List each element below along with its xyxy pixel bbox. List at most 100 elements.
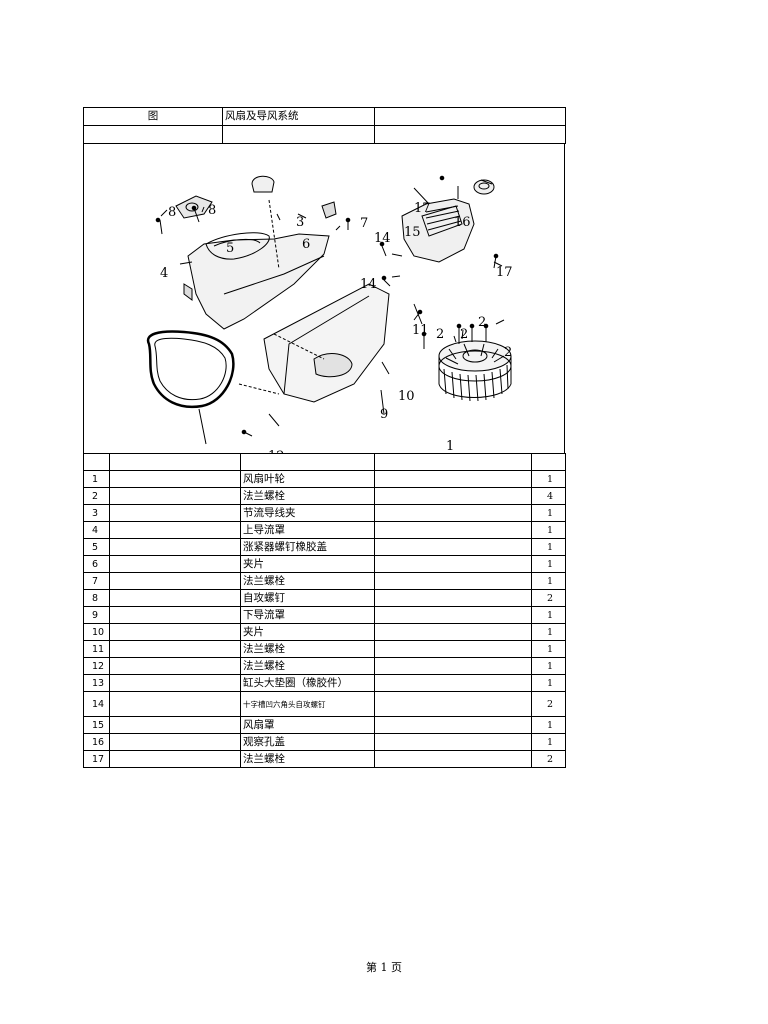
callout-label: 14 (374, 231, 391, 246)
part-quantity: 1 (531, 606, 566, 624)
header-cell (222, 125, 375, 144)
callout-label: 12 (268, 449, 285, 453)
table-cell (374, 504, 532, 522)
part-quantity: 1 (531, 572, 566, 590)
callout-label: 8 (168, 205, 176, 220)
table-cell (374, 589, 532, 607)
table-cell (109, 572, 241, 590)
table-cell (109, 674, 241, 692)
parts-header-row (83, 453, 566, 471)
header-title: 风扇及导风系统 (222, 107, 375, 126)
table-cell (374, 521, 532, 539)
fan-cover-drawing (401, 198, 475, 263)
part-name: 上导流罩 (240, 521, 375, 539)
callout-label: 2 (460, 327, 468, 342)
sheet-header: 图 风扇及导风系统 (83, 107, 566, 144)
table-cell (374, 606, 532, 624)
part-name: 涨紧器螺钉橡胶盖 (240, 538, 375, 556)
part-quantity: 1 (531, 716, 566, 734)
part-name: 法兰螺栓 (240, 572, 375, 590)
head-gasket-drawing (146, 330, 235, 409)
header-figure-label: 图 (83, 107, 223, 126)
part-name: 法兰螺栓 (240, 750, 375, 768)
part-quantity: 4 (531, 487, 566, 505)
part-name: 风扇叶轮 (240, 470, 375, 488)
part-quantity: 1 (531, 555, 566, 573)
table-cell (374, 640, 532, 658)
lower-shroud-drawing (263, 283, 390, 403)
page-footer: 第 1 页 (366, 961, 402, 974)
table-cell (374, 538, 532, 556)
part-quantity: 1 (531, 623, 566, 641)
table-cell (374, 716, 532, 734)
callout-label: 2 (478, 315, 486, 330)
table-cell (109, 521, 241, 539)
table-cell (109, 470, 241, 488)
part-number: 6 (83, 555, 110, 573)
table-cell (374, 733, 532, 751)
part-number: 10 (83, 623, 110, 641)
part-quantity: 1 (531, 538, 566, 556)
part-quantity: 1 (531, 657, 566, 675)
header-cell (83, 125, 223, 144)
table-row: 15 风扇罩 1 (83, 716, 566, 734)
part-number: 15 (83, 716, 110, 734)
callout-label: 2 (504, 345, 512, 360)
table-cell (109, 555, 241, 573)
part-quantity: 1 (531, 504, 566, 522)
table-row: 5 涨紧器螺钉橡胶盖 1 (83, 538, 566, 556)
header-cell (531, 453, 566, 471)
callout-label: 15 (404, 225, 421, 240)
table-row: 6 夹片 1 (83, 555, 566, 573)
table-cell (374, 572, 532, 590)
part-quantity: 1 (531, 521, 566, 539)
table-cell (109, 750, 241, 768)
callout-label: 7 (360, 216, 368, 231)
table-cell (374, 674, 532, 692)
table-cell (109, 640, 241, 658)
part-number: 9 (83, 606, 110, 624)
part-name: 自攻螺钉 (240, 589, 375, 607)
callout-label: 17 (414, 201, 431, 216)
callout-label: 3 (296, 215, 304, 230)
part-name: 风扇罩 (240, 716, 375, 734)
table-cell (109, 538, 241, 556)
table-cell (109, 606, 241, 624)
table-cell (109, 733, 241, 751)
header-cell (83, 453, 110, 471)
part-name: 法兰螺栓 (240, 640, 375, 658)
part-name: 夹片 (240, 555, 375, 573)
header-cell (240, 453, 375, 471)
part-number: 16 (83, 733, 110, 751)
part-number: 7 (83, 572, 110, 590)
callout-label: 17 (496, 265, 513, 280)
callout-label: 9 (380, 407, 388, 422)
part-quantity: 1 (531, 733, 566, 751)
part-quantity: 2 (531, 589, 566, 607)
table-cell (374, 691, 532, 717)
part-quantity: 1 (531, 640, 566, 658)
part-number: 17 (83, 750, 110, 768)
part-number: 5 (83, 538, 110, 556)
callout-label: 1 (446, 439, 454, 453)
table-cell (109, 623, 241, 641)
part-name: 观察孔盖 (240, 733, 375, 751)
clip-6-drawing (321, 201, 337, 219)
header-cell (109, 453, 241, 471)
fan-wheel-drawing (438, 340, 512, 402)
table-cell (109, 589, 241, 607)
table-row: 7 法兰螺栓 1 (83, 572, 566, 590)
part-name: 缸头大垫圈（橡胶件） (240, 674, 375, 692)
part-number: 12 (83, 657, 110, 675)
table-cell (374, 750, 532, 768)
exploded-view-drawing: 8 8 3 7 5 6 4 17 15 16 14 14 17 11 2 2 2… (146, 175, 513, 453)
callout-label: 16 (454, 215, 471, 230)
